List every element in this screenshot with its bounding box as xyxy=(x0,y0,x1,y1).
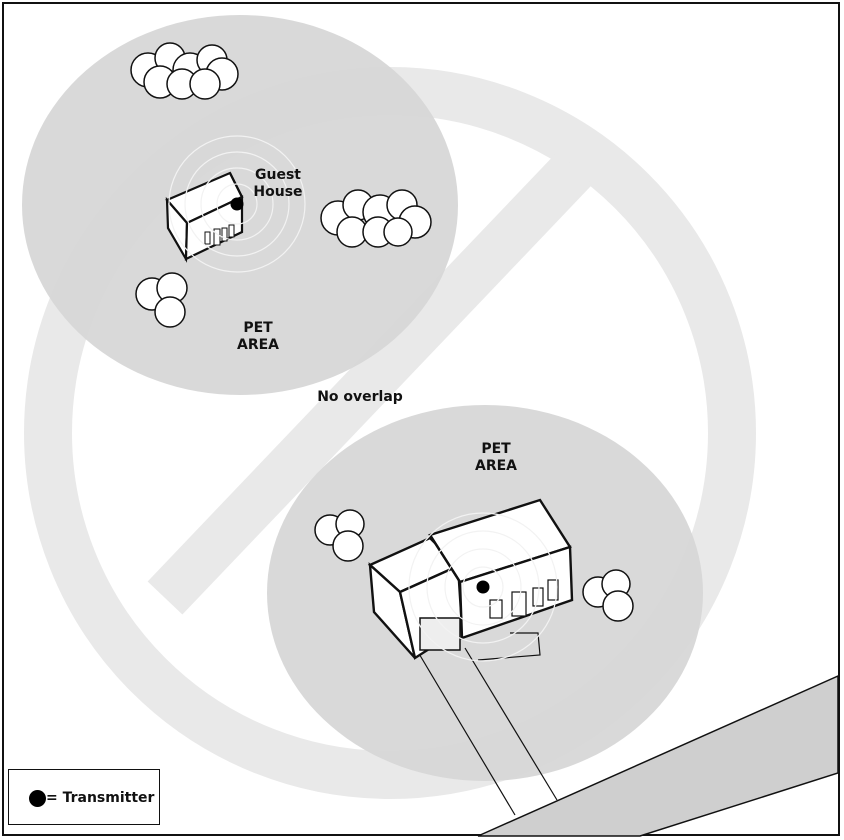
main-signal-waves xyxy=(408,512,558,662)
road xyxy=(477,674,839,837)
pet-area-top-label: PET AREA xyxy=(236,320,279,353)
tree-cluster-left xyxy=(135,272,188,328)
pet-area-bottom-label: PET AREA xyxy=(474,441,517,474)
tree-cluster-right xyxy=(320,189,432,248)
main-transmitter-icon xyxy=(476,580,490,594)
no-overlap-label: No overlap xyxy=(317,389,403,405)
guest-house-label: Guest House xyxy=(253,167,303,200)
tree-cluster-bottom-left xyxy=(314,509,365,562)
transmitter-legend-icon xyxy=(29,790,46,807)
driveway xyxy=(417,632,558,816)
guest-transmitter-icon xyxy=(230,197,244,211)
tree-cluster-top xyxy=(130,42,239,100)
main-house xyxy=(367,498,574,660)
legend-text: = Transmitter xyxy=(46,790,155,806)
legend: = Transmitter xyxy=(8,769,160,825)
tree-cluster-bottom-right xyxy=(582,569,634,622)
guest-signal-waves xyxy=(168,135,306,273)
